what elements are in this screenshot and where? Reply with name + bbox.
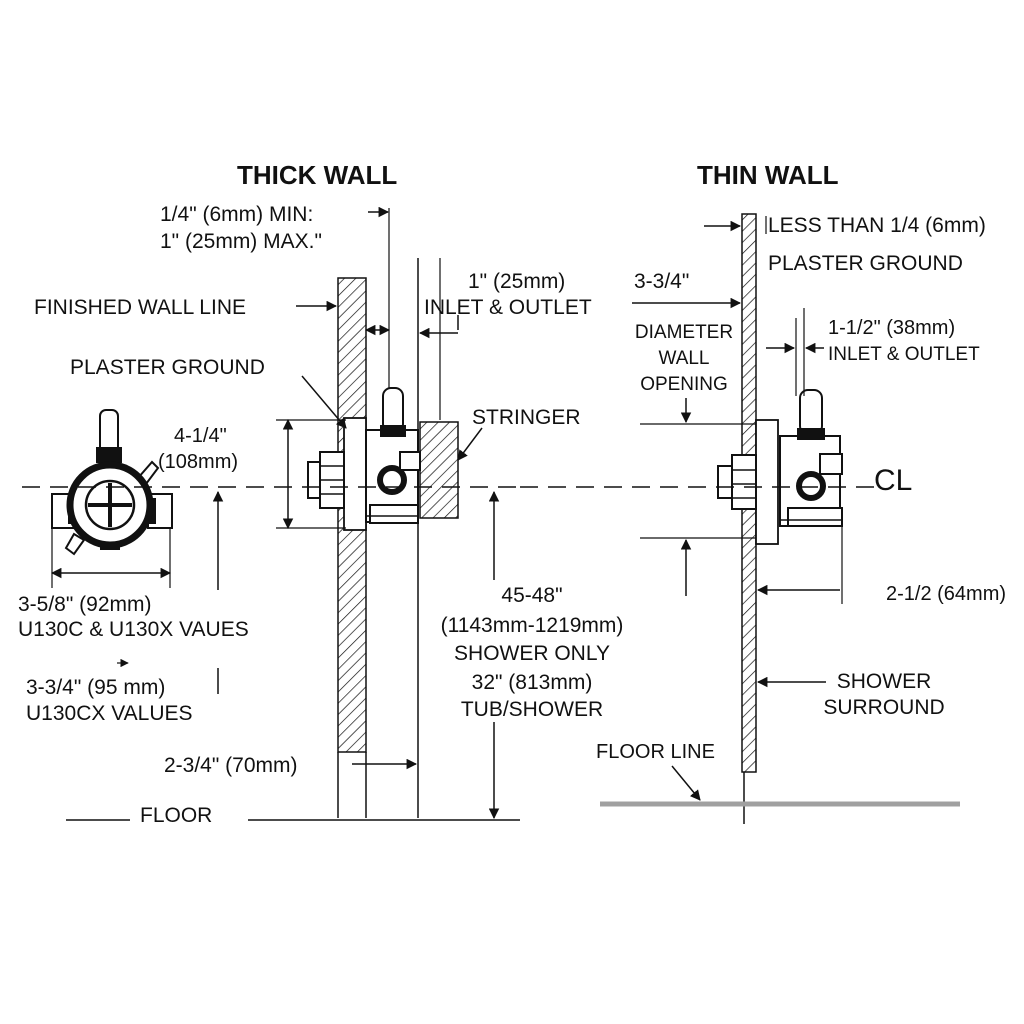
plaster-ground-label: PLASTER GROUND	[70, 356, 265, 379]
thin-wall-section: THIN WALL	[520, 160, 1006, 824]
stringer-block	[419, 421, 459, 519]
opening-label-2: DIAMETER	[635, 322, 733, 343]
thick-wall-title: THICK WALL	[237, 160, 397, 190]
install-height-label-5: TUB/SHOWER	[461, 698, 603, 721]
opening-label-3: WALL	[658, 348, 709, 369]
install-height-label-1: 45-48"	[501, 584, 562, 607]
width-u130cx-label: 3-3/4" (95 mm)	[26, 676, 165, 699]
floor-line-leader	[671, 765, 701, 801]
finished-wall-line-label: FINISHED WALL LINE	[34, 296, 246, 319]
valve-body-side-thick	[307, 387, 421, 524]
thin-depth-label: 2-1/2 (64mm)	[886, 583, 1006, 605]
plaster-offset-label-2: 1" (25mm) MAX."	[160, 230, 322, 253]
u130c-values-label: U130C & U130X VAUES	[18, 618, 249, 641]
opening-label-4: OPENING	[640, 374, 728, 395]
install-height-label-3: SHOWER ONLY	[454, 642, 610, 665]
surround-label-1: SHOWER	[837, 670, 932, 693]
install-height-label-4: 32" (813mm)	[472, 671, 593, 694]
opening-label-1: 3-3/4"	[634, 270, 689, 293]
inlet-outlet-label-2: INLET & OUTLET	[424, 296, 592, 319]
height-label-2: (108mm)	[158, 451, 238, 473]
stringer-label: STRINGER	[472, 406, 581, 429]
plaster-offset-label-1: 1/4" (6mm) MIN:	[160, 203, 313, 226]
plaster-ground-leader	[301, 375, 347, 429]
stringer-leader	[457, 427, 483, 461]
plaster-ground-plate	[343, 417, 367, 531]
inlet-outlet-label-1: 1" (25mm)	[468, 270, 565, 293]
height-label-1: 4-1/4"	[174, 425, 227, 447]
width-u130c-label: 3-5/8" (92mm)	[18, 593, 152, 616]
stud-depth-label: 2-3/4" (70mm)	[164, 754, 298, 777]
floor-line-label: FLOOR LINE	[596, 741, 715, 763]
install-height-label-2: (1143mm-1219mm)	[441, 614, 624, 637]
surround-label-2: SURROUND	[823, 696, 944, 719]
thin-plaster-ground-label: PLASTER GROUND	[768, 252, 963, 275]
less-than-label: LESS THAN 1/4 (6mm)	[768, 214, 986, 237]
u130cx-values-label: U130CX VALUES	[26, 702, 193, 725]
thin-wall-title: THIN WALL	[697, 160, 839, 190]
valve-front-view	[51, 409, 173, 556]
valve-body-side-thin	[717, 389, 843, 527]
thick-wall-section: THICK WALL	[18, 160, 623, 827]
svg-text:CL: CL	[874, 464, 912, 497]
centerline-symbol: CL	[874, 464, 912, 497]
thin-inlet-label-1: 1-1/2" (38mm)	[828, 317, 955, 339]
floor-label: FLOOR	[140, 804, 212, 827]
thin-plaster-ground-plate	[755, 419, 779, 545]
thin-inlet-label-2: INLET & OUTLET	[828, 344, 980, 365]
